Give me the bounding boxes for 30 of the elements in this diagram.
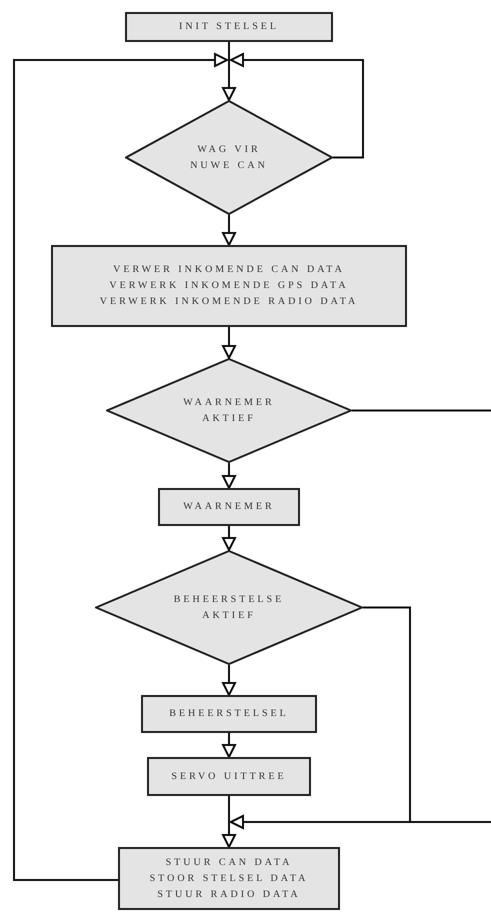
decision-label: BEHEERSTELSE AKTIEF [172, 592, 286, 622]
arrow [222, 327, 236, 359]
process-box [141, 695, 317, 733]
process-label: STOOR STELSEL DATA [150, 872, 308, 886]
process-label: VERWER INKOMENDE CAN DATA [113, 263, 345, 277]
arrow [222, 60, 236, 101]
process-box [125, 12, 333, 42]
process-box [51, 245, 407, 327]
decision-label: WAG VIR NUWE CAN [189, 142, 269, 172]
process-box [118, 847, 340, 910]
arrow [230, 606, 411, 829]
arrow [222, 215, 236, 246]
arrow [222, 526, 236, 551]
process-label: WAARNEMER [183, 500, 275, 514]
process-label: BEHEERSTELSEL [169, 707, 289, 721]
process-label: STUUR RADIO DATA [157, 888, 301, 902]
arrow [222, 733, 236, 758]
decision-label: WAARNEMER AKTIEF [182, 396, 276, 426]
process-label: INIT STELSEL [179, 20, 279, 34]
process-label: VERWERK INKOMENDE GPS DATA [109, 279, 349, 293]
process-label: STUUR CAN DATA [166, 856, 292, 870]
arrow [13, 53, 228, 881]
arrow [222, 463, 236, 489]
process-box [158, 488, 300, 526]
arrow [222, 665, 236, 696]
process-label: VERWERK INKOMENDE RADIO DATA [100, 295, 358, 309]
process-box [147, 757, 311, 796]
arrow [230, 53, 364, 158]
process-label: SERVO UITTREE [171, 770, 287, 784]
arrow [222, 822, 236, 848]
